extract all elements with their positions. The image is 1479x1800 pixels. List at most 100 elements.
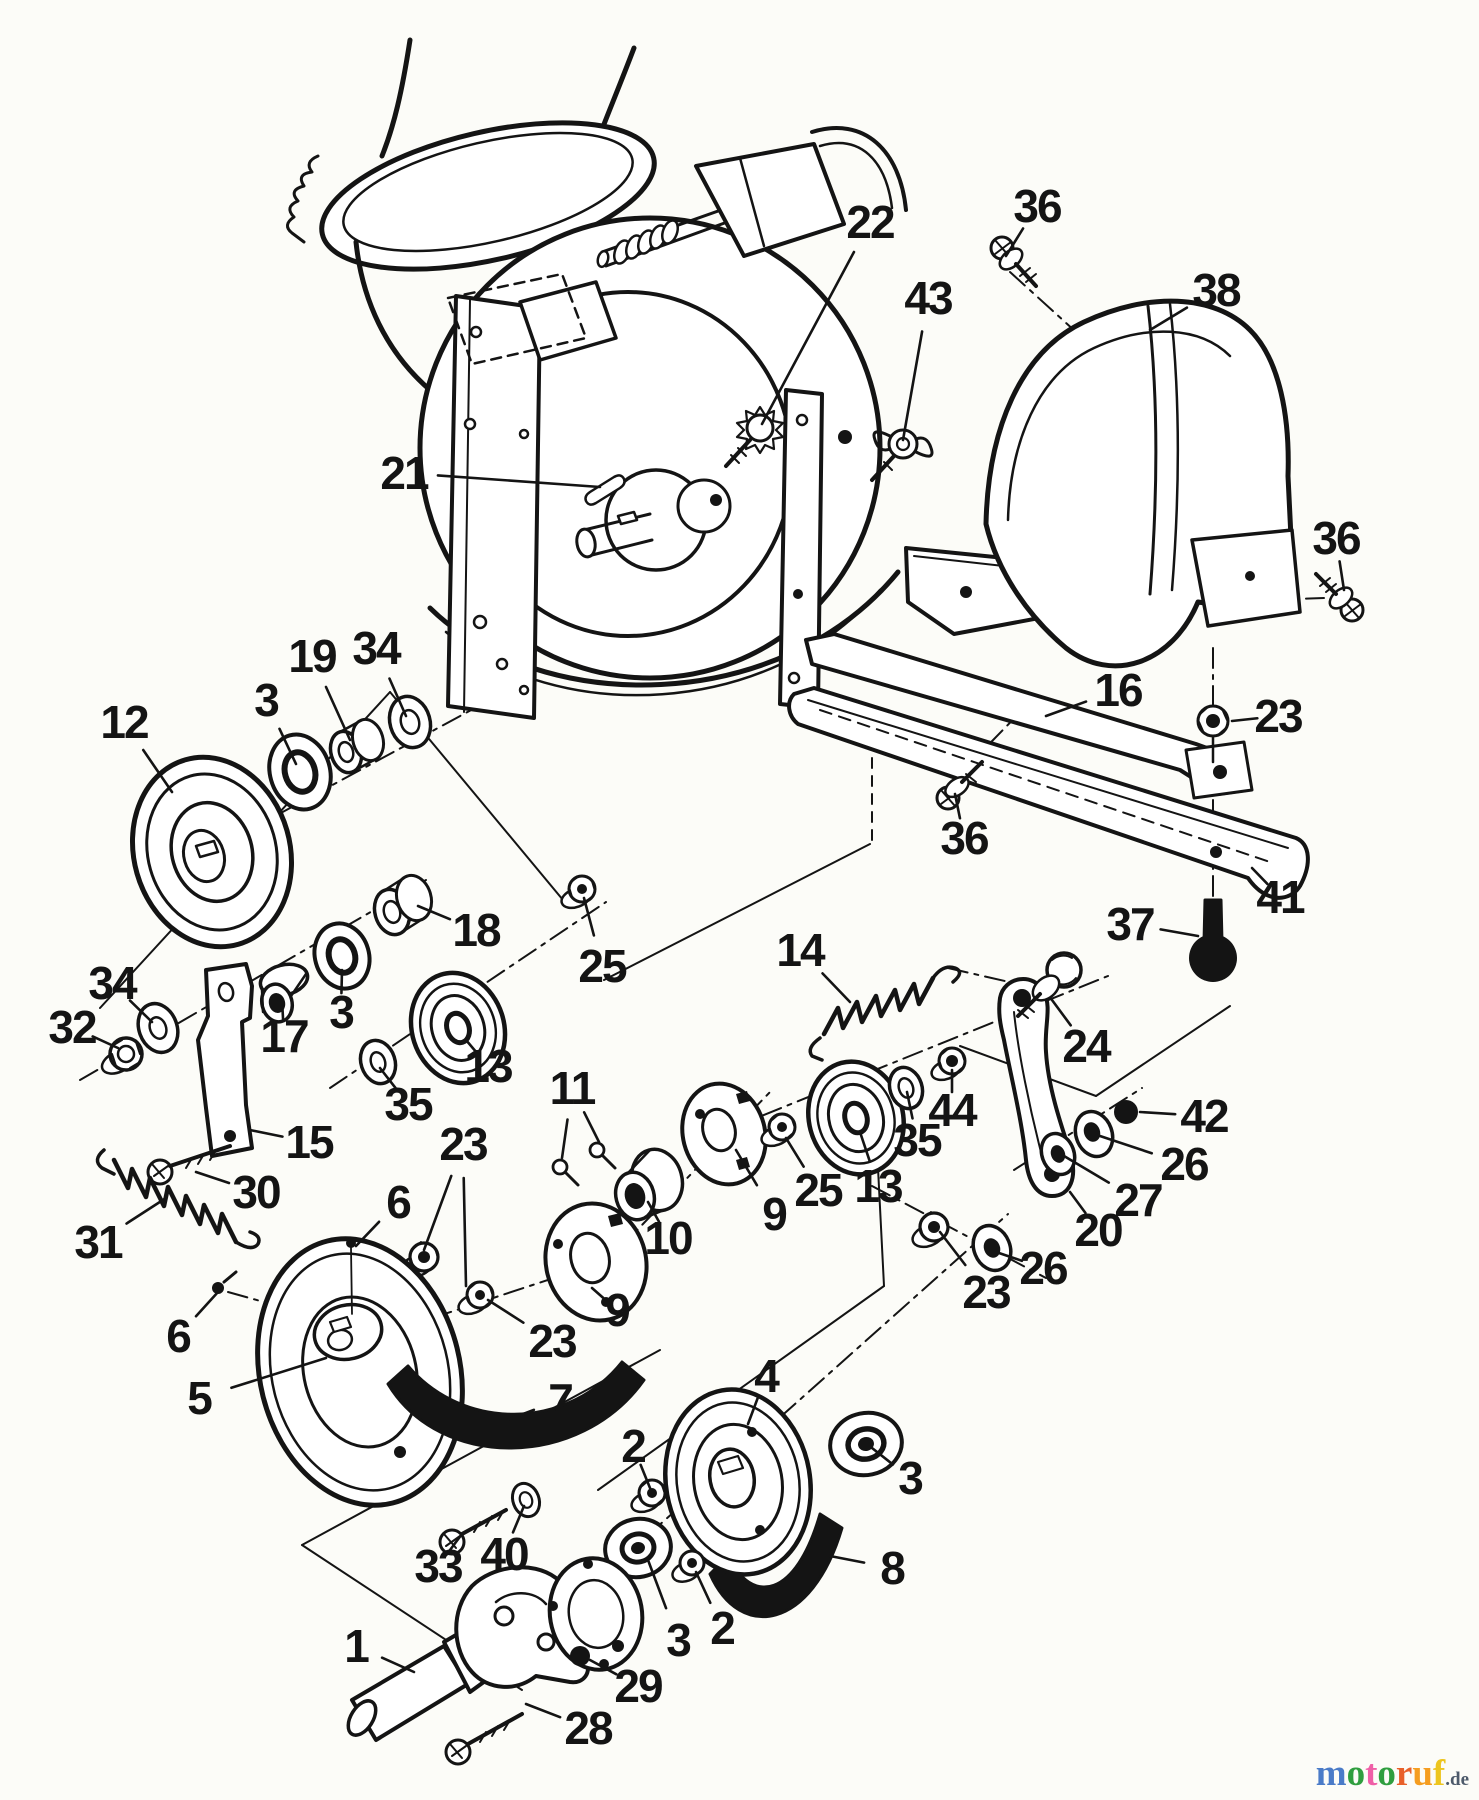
leader-line (858, 1130, 872, 1163)
leader-line (194, 1170, 231, 1185)
leader-line (141, 748, 174, 794)
leader-line (582, 1111, 601, 1144)
leader-line (1062, 1154, 1111, 1184)
callout-35: 35 (893, 1114, 942, 1166)
callout-41: 41 (1256, 871, 1305, 923)
leader-line (994, 1250, 1024, 1263)
callout-27: 27 (1114, 1174, 1162, 1226)
leader-line (1098, 1134, 1154, 1155)
leader-line (746, 1396, 760, 1426)
callout-19: 19 (288, 630, 336, 682)
callout-14: 14 (776, 924, 826, 976)
callout-20: 20 (1074, 1204, 1122, 1256)
callout-1: 1 (344, 1620, 369, 1672)
callout-16: 16 (1094, 664, 1142, 716)
leader-line (734, 1148, 759, 1187)
callout-22: 22 (846, 196, 894, 248)
callout-26: 26 (1019, 1242, 1067, 1294)
leader-line (1138, 1110, 1177, 1116)
leader-line (901, 330, 924, 442)
callout-23: 23 (528, 1315, 576, 1367)
leader-line (582, 896, 596, 937)
leader-line (462, 1176, 468, 1288)
callout-23: 23 (962, 1266, 1010, 1318)
leader-line (340, 968, 344, 995)
callout-8: 8 (880, 1542, 905, 1594)
callout-24: 24 (1062, 1020, 1112, 1072)
callout-33: 33 (414, 1540, 462, 1592)
callout-21: 21 (380, 447, 429, 499)
callout-17: 17 (260, 1010, 308, 1062)
leader-line (1004, 227, 1025, 258)
callout-37: 37 (1106, 898, 1154, 950)
callout-32: 32 (48, 1001, 96, 1053)
watermark-letter: r (1395, 1753, 1413, 1794)
leader-line (447, 1532, 464, 1553)
leader-line (511, 1504, 526, 1534)
callout-2: 2 (710, 1602, 734, 1654)
callout-36: 36 (940, 812, 988, 864)
leader-line (128, 999, 154, 1024)
leader-line (590, 1286, 608, 1302)
callout-3: 3 (254, 674, 278, 726)
leader-line (953, 792, 962, 820)
watermark-letter: u (1412, 1753, 1433, 1794)
callout-34: 34 (352, 622, 402, 674)
leader-line (694, 1570, 712, 1605)
leader-line (1250, 866, 1269, 886)
leader-line (354, 1220, 381, 1248)
watermark-letter: f (1432, 1753, 1446, 1794)
watermark-letter: m (1315, 1753, 1347, 1794)
callout-43: 43 (904, 272, 952, 324)
leader-line (1068, 1190, 1087, 1215)
leader-line (248, 1128, 284, 1138)
leader-line (870, 1446, 895, 1466)
leader-line (1044, 700, 1088, 718)
leader-line (416, 904, 452, 921)
callout-13: 13 (464, 1040, 512, 1092)
callout-3: 3 (329, 986, 353, 1038)
leader-line (464, 1038, 480, 1056)
leader-line (380, 1656, 416, 1674)
leader-line (125, 1196, 168, 1225)
leader-line (560, 1118, 569, 1160)
leader-line (1050, 998, 1072, 1027)
callout-2: 2 (621, 1420, 645, 1472)
callout-10: 10 (644, 1212, 692, 1264)
leader-line (760, 250, 856, 426)
callout-3: 3 (898, 1452, 922, 1504)
callout-9: 9 (762, 1188, 786, 1240)
callout-6: 6 (386, 1176, 410, 1228)
callout-9: 9 (605, 1284, 629, 1336)
callout-11: 11 (550, 1062, 596, 1114)
leader-line (91, 1035, 120, 1050)
callout-13: 13 (854, 1160, 902, 1212)
callout-31: 31 (74, 1216, 123, 1268)
callout-7: 7 (548, 1374, 572, 1426)
leader-line (436, 474, 602, 489)
leader-line (1148, 306, 1189, 332)
callout-40: 40 (480, 1528, 528, 1580)
callout-36: 36 (1312, 512, 1360, 564)
leader-line (821, 972, 852, 1004)
leader-line (324, 685, 352, 742)
leader-line (588, 1658, 618, 1676)
callout-28: 28 (564, 1702, 613, 1754)
callout-38: 38 (1192, 264, 1241, 316)
callout-6: 6 (166, 1310, 190, 1362)
leader-line (422, 1174, 453, 1252)
leader-line (639, 1463, 652, 1490)
callout-34: 34 (88, 957, 138, 1009)
callout-23: 23 (1254, 690, 1302, 742)
leader-line (486, 1298, 525, 1324)
callout-5: 5 (187, 1372, 212, 1424)
callout-15: 15 (285, 1116, 334, 1168)
leader-line (1159, 928, 1200, 938)
leader-line (1230, 716, 1259, 723)
callout-25: 25 (794, 1164, 843, 1216)
callout-35: 35 (384, 1078, 433, 1130)
leader-line (646, 1200, 661, 1224)
leader-line (524, 1702, 562, 1719)
